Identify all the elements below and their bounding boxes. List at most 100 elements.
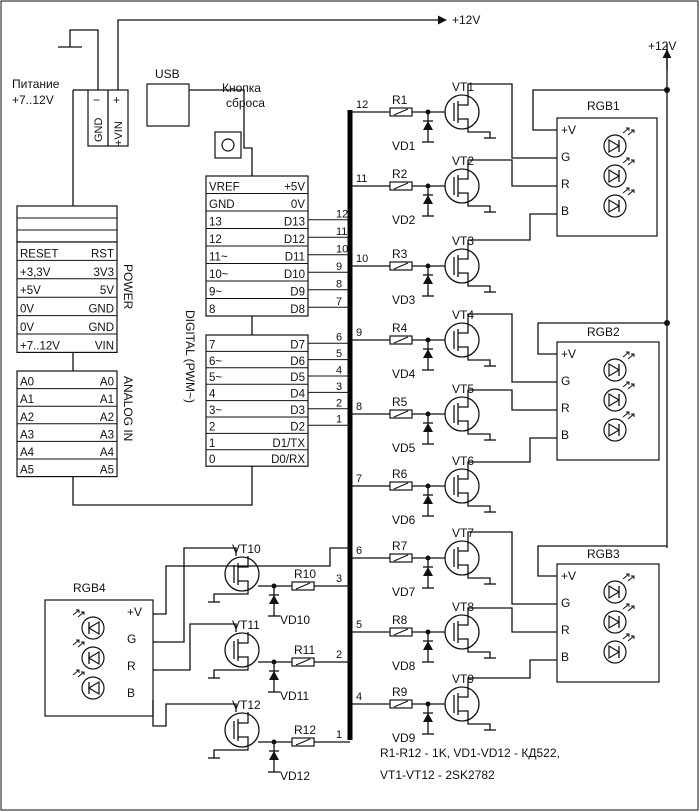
digital-label: DIGITAL (PWM~) [183, 310, 197, 403]
mosfet-source [458, 118, 469, 130]
header-pin-left: A0 [20, 377, 34, 389]
mosfet-label: VT5 [452, 382, 474, 396]
header-pin-left: 2 [209, 421, 215, 433]
mosfet-body [444, 614, 480, 650]
rgb-pin-label: R [561, 177, 570, 191]
header-pin-left: 1 [209, 438, 215, 450]
diode-body [423, 495, 433, 504]
diode-body [423, 195, 433, 204]
rgb-pin-label: +V [561, 569, 576, 583]
header-pin-left: VREF [209, 182, 240, 194]
drain-wire [467, 389, 557, 411]
rgb-module-title: RGB4 [73, 581, 106, 595]
rail-label-top: +12V [452, 13, 480, 27]
header-pin-left: 7 [209, 339, 215, 351]
header-pin-left: A5 [20, 465, 34, 477]
source-ground-wire [467, 432, 491, 440]
led-emission [627, 605, 635, 612]
bus-pin-number: 7 [336, 296, 342, 308]
resistor-mark [393, 482, 409, 490]
mosfet-label: VT1 [452, 80, 474, 94]
channel-wire-number: 11 [356, 173, 367, 185]
mosfet-body [444, 686, 480, 722]
led-emission [622, 351, 630, 358]
mosfet-drain [238, 712, 249, 724]
bus-pin-number: 2 [336, 397, 342, 409]
led-emission [77, 641, 85, 648]
mosfet-source [458, 492, 469, 504]
led-emission [622, 127, 630, 134]
resistor-label: R5 [392, 395, 408, 409]
terminal-plus: + [113, 93, 120, 107]
header-pin-left: 6~ [209, 356, 222, 368]
led-triangle [87, 620, 100, 636]
mosfet-label: VT4 [452, 308, 474, 322]
mosfet-drain [458, 248, 469, 260]
led-symbol [81, 646, 105, 670]
drain-wire [467, 213, 557, 248]
header-pin-right: D7 [290, 339, 305, 351]
led-triangle [87, 680, 100, 696]
diode-label: VD9 [392, 731, 416, 745]
resistor-label: R11 [294, 643, 315, 657]
mosfet-label: VT10 [232, 542, 261, 556]
mosfet-source [238, 736, 249, 748]
channel-wire-number: 5 [356, 619, 362, 631]
header-pin-left: A1 [20, 394, 34, 406]
diode-label: VD5 [392, 441, 416, 455]
resistor-mark [393, 336, 409, 344]
source-ground-wire [467, 504, 491, 512]
led-emission [622, 411, 630, 418]
diode-body [423, 641, 433, 650]
mosfet-drain [458, 396, 469, 408]
mosfet-body [444, 248, 480, 284]
mosfet-body [444, 168, 480, 204]
reset-label-line1: Кнопка [222, 81, 261, 95]
led-emission [627, 575, 635, 582]
diode-label: VD8 [392, 659, 416, 673]
resistor-mark [393, 182, 409, 190]
bus-pin-number: 1 [336, 414, 342, 426]
drain-wire [467, 659, 557, 686]
mosfet-body [444, 322, 480, 358]
source-ground-wire [467, 204, 491, 212]
channel-wire-number: 2 [336, 649, 342, 661]
header-pin-right: 0V [291, 199, 305, 211]
led-symbol [603, 358, 627, 382]
header-pin-left: 10~ [209, 269, 229, 281]
rgb-pin-label: B [561, 428, 569, 442]
notes-line2: VT1-VT12 - 2SK2782 [380, 768, 495, 782]
reset-button [214, 131, 242, 159]
led-emission [622, 381, 630, 388]
resistor-label: R6 [392, 467, 408, 481]
mosfet-body [224, 632, 260, 668]
led-emission [627, 159, 635, 166]
led-symbol [603, 418, 627, 442]
resistor-mark [295, 738, 311, 746]
header-pin-right: VIN [95, 340, 114, 352]
header-pin-left: 5~ [209, 372, 222, 384]
resistor-label: R10 [294, 567, 316, 581]
mosfet-label: VT7 [452, 526, 474, 540]
bus-pin-number: 10 [336, 243, 348, 255]
led-triangle [608, 362, 621, 378]
header-pin-left: 12 [209, 234, 222, 246]
diode-body [423, 275, 433, 284]
rail-label-right: +12V [648, 39, 676, 53]
led-emission [627, 353, 635, 360]
mosfet-source [458, 638, 469, 650]
resistor-label: R7 [392, 539, 408, 553]
header-pin-right: D0/RX [271, 454, 305, 466]
terminal-minus: − [93, 93, 100, 107]
mosfet-source [458, 564, 469, 576]
header-pin-right: D3 [290, 405, 305, 417]
diode-label: VD12 [280, 769, 310, 783]
reset-button-cap [221, 138, 235, 152]
header-pin-right: D2 [290, 421, 305, 433]
